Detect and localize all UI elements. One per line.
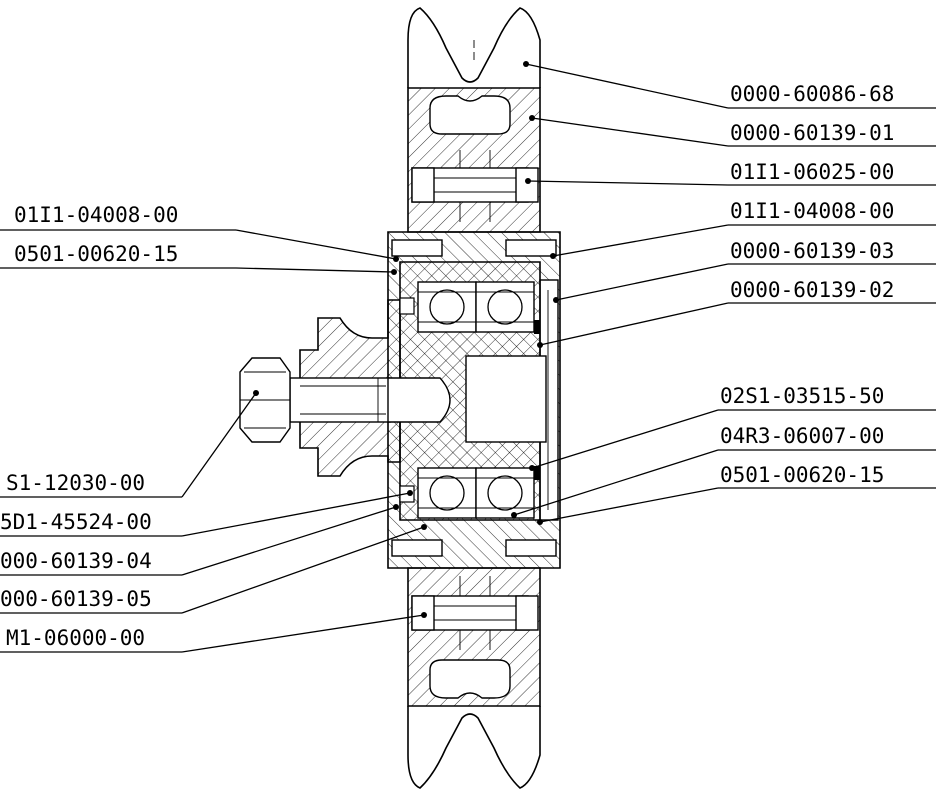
part-label: 01I1-06025-00: [730, 160, 894, 184]
part-label: 0501-00620-15: [14, 242, 178, 266]
part-label: 0000-60139-01: [730, 121, 894, 145]
part-label: S1-12030-00: [6, 471, 145, 495]
wheel-section-top: [407, 87, 541, 233]
part-labels-left: 01I1-04008-00 0501-00620-15 S1-12030-00 …: [0, 203, 178, 650]
bearing-top: [417, 281, 535, 333]
part-label: 04R3-06007-00: [720, 424, 884, 448]
part-label: 000-60139-04: [0, 549, 152, 573]
bearing-bottom: [417, 467, 535, 519]
part-label: 000-60139-05: [0, 587, 152, 611]
part-label: 0000-60139-03: [730, 239, 894, 263]
part-label: 5D1-45524-00: [0, 510, 152, 534]
part-label: 01I1-04008-00: [14, 203, 178, 227]
pulley-wheel: [407, 7, 541, 789]
part-labels-right: 0000-60086-68 0000-60139-01 01I1-06025-0…: [720, 82, 894, 487]
part-label: 01I1-04008-00: [730, 199, 894, 223]
wheel-section-bottom: [407, 567, 541, 707]
leader-lines: [0, 63, 936, 653]
part-label: 02S1-03515-50: [720, 384, 884, 408]
part-label: M1-06000-00: [6, 626, 145, 650]
part-label: 0000-60086-68: [730, 82, 894, 106]
part-label: 0501-00620-15: [720, 463, 884, 487]
leader-dots: [253, 61, 559, 618]
part-label: 0000-60139-02: [730, 278, 894, 302]
